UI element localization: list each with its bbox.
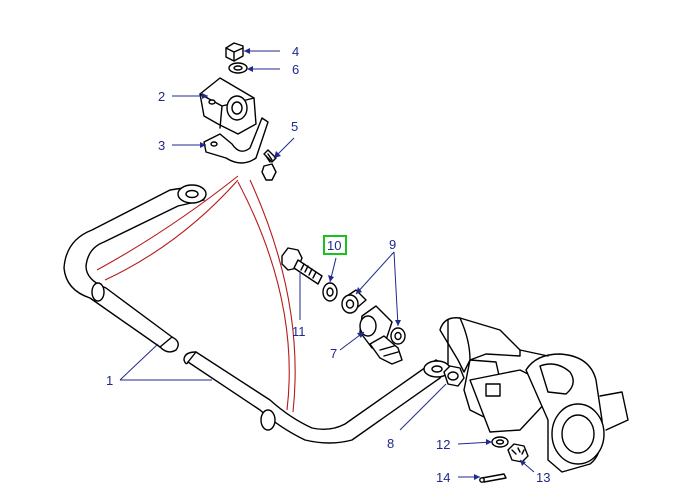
callout-6: 6	[292, 62, 299, 77]
callout-labels: 4 6 2 3 5 10 9 11 7 1 8 12 13 14	[106, 44, 550, 485]
callout-4: 4	[292, 44, 299, 59]
axle-casing	[439, 317, 629, 473]
link-7	[359, 305, 403, 365]
split-pin-14	[479, 473, 507, 483]
callout-14: 14	[436, 470, 450, 485]
washer-10	[322, 282, 338, 302]
highlight-box-callout-10	[323, 235, 347, 255]
bush-9-lower	[390, 327, 406, 345]
callout-13: 13	[536, 470, 550, 485]
mounting-lines	[96, 175, 296, 413]
callout-5: 5	[291, 119, 298, 134]
washer-6	[228, 62, 248, 74]
callout-12: 12	[436, 437, 450, 452]
callout-10: 10	[327, 238, 341, 253]
callout-3: 3	[158, 138, 165, 153]
washer-12	[491, 436, 509, 448]
castle-nut-13	[507, 443, 529, 463]
leader-lines	[119, 48, 535, 480]
bolt-11	[281, 247, 323, 285]
nut-8	[443, 365, 465, 387]
anti-roll-bar	[63, 184, 451, 444]
callout-7: 7	[330, 346, 337, 361]
callout-11: 11	[292, 324, 306, 339]
callout-1: 1	[106, 373, 113, 388]
bush-9-upper	[341, 289, 367, 314]
callout-2: 2	[158, 89, 165, 104]
clamp-3	[203, 117, 269, 164]
callout-8: 8	[387, 436, 394, 451]
callout-9: 9	[389, 237, 396, 252]
bush-housing-2	[199, 77, 257, 135]
nut-4	[225, 42, 244, 62]
bolt-5	[261, 149, 277, 181]
